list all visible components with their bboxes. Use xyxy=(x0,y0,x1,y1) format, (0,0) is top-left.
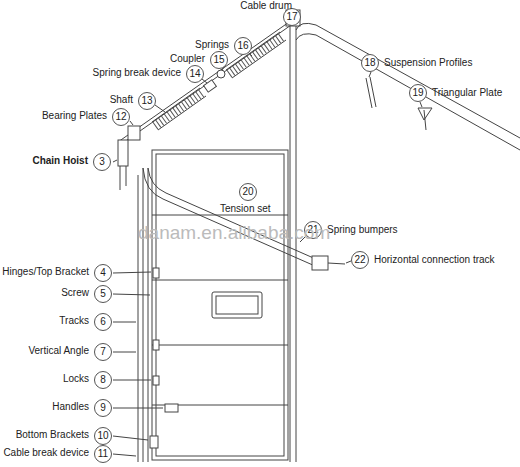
callout-circle: Coupler15 xyxy=(210,51,228,69)
callout-circle: Tension set20 xyxy=(239,183,257,201)
callout-circle: Suspension Profiles18 xyxy=(361,54,379,72)
part-name: Chain Hoist xyxy=(32,155,88,166)
part-name: Spring break device xyxy=(93,67,181,78)
callout-number: 17 xyxy=(284,9,300,25)
callout-circle: Hinges/Top Bracket4 xyxy=(94,264,112,282)
watermark: danam.en.alibaba.com xyxy=(138,222,330,244)
callout-circle: Horizontal connection track22 xyxy=(351,251,369,269)
callout-number: 13 xyxy=(139,93,155,109)
callout-circle: Cable break device11 xyxy=(94,445,112,463)
part-name: Shaft xyxy=(110,94,133,105)
part-name: Locks xyxy=(63,373,89,384)
callout-number: 7 xyxy=(95,344,111,360)
callout-number: 18 xyxy=(362,55,378,71)
part-name: Triangular Plate xyxy=(432,87,502,98)
part-name: Handles xyxy=(52,401,89,412)
callout-circle: Springs16 xyxy=(234,37,252,55)
callout-number: 19 xyxy=(410,85,426,101)
callout-circle: Triangular Plate19 xyxy=(409,84,427,102)
part-name: Tracks xyxy=(59,315,89,326)
callout-circle: Bearing Plates12 xyxy=(112,108,130,126)
part-name: Spring bumpers xyxy=(327,224,398,235)
callout-number: 16 xyxy=(235,38,251,54)
callout-circle: Vertical Angle7 xyxy=(94,343,112,361)
callout-number: 6 xyxy=(95,314,111,330)
callout-number: 9 xyxy=(95,400,111,416)
callout-number: 3 xyxy=(94,154,110,170)
callout-circle: Tracks6 xyxy=(94,313,112,331)
callout-number: 10 xyxy=(95,428,111,444)
part-name: Bottom Brackets xyxy=(16,429,89,440)
callout-number: 15 xyxy=(211,52,227,68)
callout-number: 11 xyxy=(95,446,111,462)
part-name: Cable break device xyxy=(3,447,89,458)
callout-circle: Spring break device14 xyxy=(186,65,204,83)
callout-number: 14 xyxy=(187,66,203,82)
part-name: Screw xyxy=(61,287,89,298)
part-name: Coupler xyxy=(170,53,205,64)
callout-number: 22 xyxy=(352,252,368,268)
callout-number: 4 xyxy=(95,265,111,281)
callout-number: 5 xyxy=(95,286,111,302)
part-name: Tension set xyxy=(220,203,271,214)
part-name: Springs xyxy=(195,39,229,50)
part-name: Suspension Profiles xyxy=(384,57,472,68)
callout-circle: Chain Hoist3 xyxy=(93,153,111,171)
part-name: Horizontal connection track xyxy=(374,254,495,265)
callout-circle: Shaft13 xyxy=(138,92,156,110)
callout-circle: Bottom Brackets10 xyxy=(94,427,112,445)
part-name: Bearing Plates xyxy=(42,110,107,121)
part-name: Hinges/Top Bracket xyxy=(2,266,89,277)
callout-circle: Handles9 xyxy=(94,399,112,417)
callout-number: 8 xyxy=(95,372,111,388)
part-name: Vertical Angle xyxy=(28,345,89,356)
callout-number: 12 xyxy=(113,109,129,125)
callout-circle: Locks8 xyxy=(94,371,112,389)
callout-circle: Cable drum17 xyxy=(283,8,301,26)
callout-number: 20 xyxy=(240,184,256,200)
callout-circle: Screw5 xyxy=(94,285,112,303)
part-name: Cable drum xyxy=(240,0,292,11)
